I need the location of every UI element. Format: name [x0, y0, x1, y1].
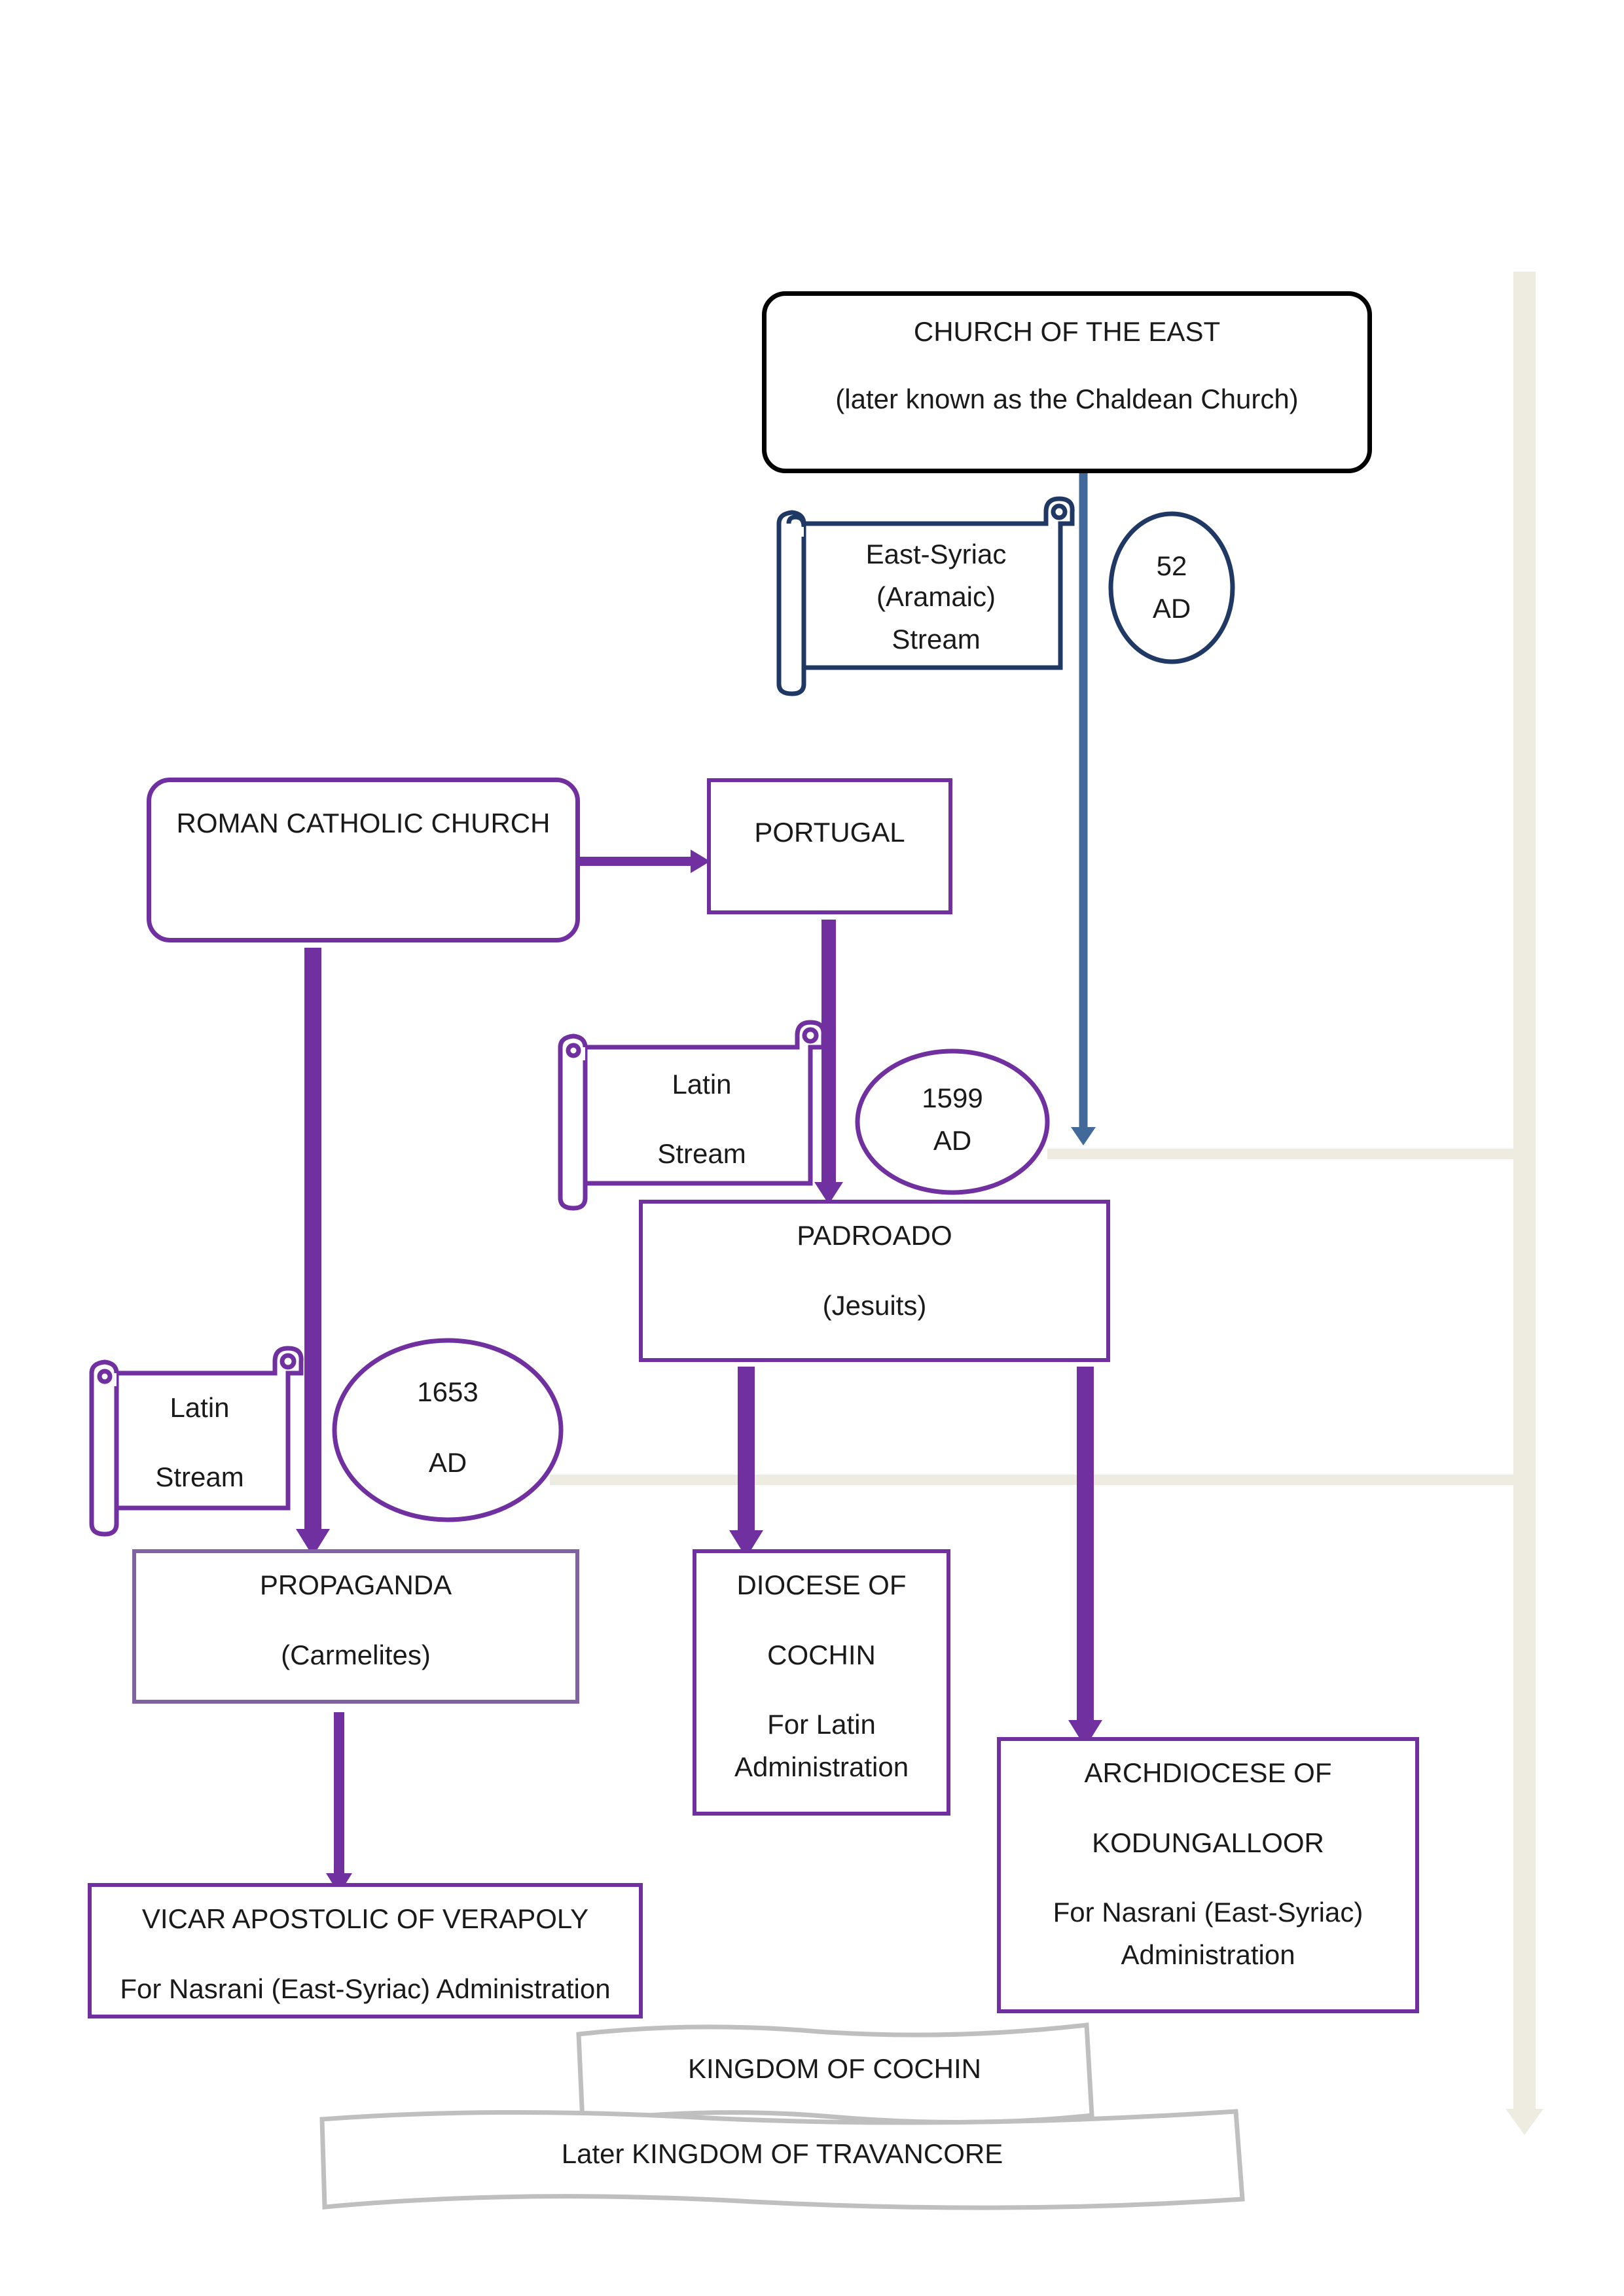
- kingdom-travancore-banner: [319, 2109, 1245, 2210]
- date-1653-line1: 1653: [417, 1376, 478, 1407]
- date-52-ellipse: [1108, 511, 1235, 664]
- vicar-apostolic-subtitle: For Nasrani (East-Syriac) Administration: [120, 1973, 611, 2004]
- east-syriac-scroll: [776, 496, 1075, 696]
- date-1599-line1: 1599: [922, 1083, 983, 1113]
- church-of-the-east-subtitle: (later known as the Chaldean Church): [835, 383, 1299, 414]
- diocese-cochin-line2: COCHIN: [767, 1639, 876, 1670]
- diocese-cochin-line3: For Latin: [767, 1709, 876, 1740]
- kingdom-travancore-text: Later KINGDOM OF TRAVANCORE: [561, 2138, 1003, 2169]
- archdiocese-line1: ARCHDIOCESE OF: [1084, 1757, 1332, 1788]
- church-of-the-east-title: CHURCH OF THE EAST: [913, 316, 1221, 347]
- rc-to-propaganda-arrow: [296, 948, 330, 1556]
- archdiocese-line2: KODUNGALLOOR: [1092, 1827, 1324, 1858]
- propaganda-title: PROPAGANDA: [259, 1570, 452, 1600]
- diocese-cochin-line4: Administration: [734, 1751, 909, 1782]
- east-syriac-text: East-Syriac (Aramaic) Stream: [818, 533, 1054, 660]
- date-1599-line2: AD: [933, 1125, 972, 1156]
- date-52-line1: 52: [1156, 550, 1187, 581]
- propaganda-box: PROPAGANDA (Carmelites): [132, 1549, 579, 1704]
- diocese-cochin-box: DIOCESE OF COCHIN For Latin Administrati…: [693, 1549, 950, 1816]
- east-syriac-line1: East-Syriac: [865, 539, 1007, 569]
- east-syriac-line3: Stream: [892, 624, 981, 655]
- latin-scroll-1: [558, 1020, 826, 1211]
- date-1653-text: 1653 AD: [363, 1357, 533, 1498]
- portugal-to-padroado-arrow: [814, 920, 843, 1204]
- archdiocese-box: ARCHDIOCESE OF KODUNGALLOOR For Nasrani …: [997, 1737, 1419, 2013]
- date-1599-text: 1599 AD: [877, 1077, 1028, 1162]
- east-arrow: [1071, 473, 1096, 1145]
- latin-stream-1-line2: Stream: [657, 1138, 746, 1169]
- padroado-to-diocese-arrow: [729, 1367, 763, 1558]
- date-1653-line2: AD: [428, 1447, 467, 1478]
- archdiocese-line3: For Nasrani (East-Syriac): [1053, 1897, 1363, 1928]
- archdiocese-line4: Administration: [1121, 1939, 1295, 1970]
- roman-catholic-title: ROMAN CATHOLIC CHURCH: [176, 808, 550, 838]
- date-1653-ellipse: [332, 1338, 564, 1522]
- portugal-box: PORTUGAL: [707, 778, 952, 914]
- latin-stream-1-line1: Latin: [672, 1069, 732, 1100]
- east-syriac-line2: (Aramaic): [876, 581, 996, 612]
- latin-stream-1-text: Latin Stream: [597, 1050, 806, 1189]
- roman-catholic-box: ROMAN CATHOLIC CHURCH: [147, 778, 580, 942]
- propaganda-subtitle: (Carmelites): [281, 1639, 431, 1670]
- date-52-text: 52 AD: [1119, 545, 1224, 630]
- kingdom-cochin-text: KINGDOM OF COCHIN: [688, 2053, 981, 2084]
- diocese-cochin-line1: DIOCESE OF: [736, 1570, 907, 1600]
- padroado-title: PADROADO: [797, 1220, 952, 1251]
- date-52-line2: AD: [1152, 593, 1191, 624]
- padroado-to-archdiocese-arrow: [1068, 1367, 1102, 1748]
- propaganda-to-vicar-arrow: [326, 1712, 352, 1894]
- padroado-box: PADROADO (Jesuits): [639, 1200, 1110, 1362]
- rc-to-portugal-arrow: [580, 850, 710, 873]
- timeline-arrow: [550, 272, 1543, 2135]
- latin-stream-2-text: Latin Stream: [118, 1373, 281, 1512]
- date-1599-ellipse: [855, 1049, 1050, 1195]
- latin-stream-2-line2: Stream: [155, 1462, 244, 1492]
- church-of-the-east-box: CHURCH OF THE EAST (later known as the C…: [762, 291, 1372, 473]
- vicar-apostolic-title: VICAR APOSTOLIC OF VERAPOLY: [141, 1903, 589, 1934]
- padroado-subtitle: (Jesuits): [822, 1289, 927, 1321]
- latin-stream-2-line1: Latin: [170, 1392, 230, 1423]
- portugal-title: PORTUGAL: [754, 817, 905, 848]
- latin-scroll-2: [89, 1346, 304, 1537]
- kingdom-cochin-banner: [576, 2022, 1094, 2125]
- vicar-apostolic-box: VICAR APOSTOLIC OF VERAPOLY For Nasrani …: [88, 1883, 643, 2018]
